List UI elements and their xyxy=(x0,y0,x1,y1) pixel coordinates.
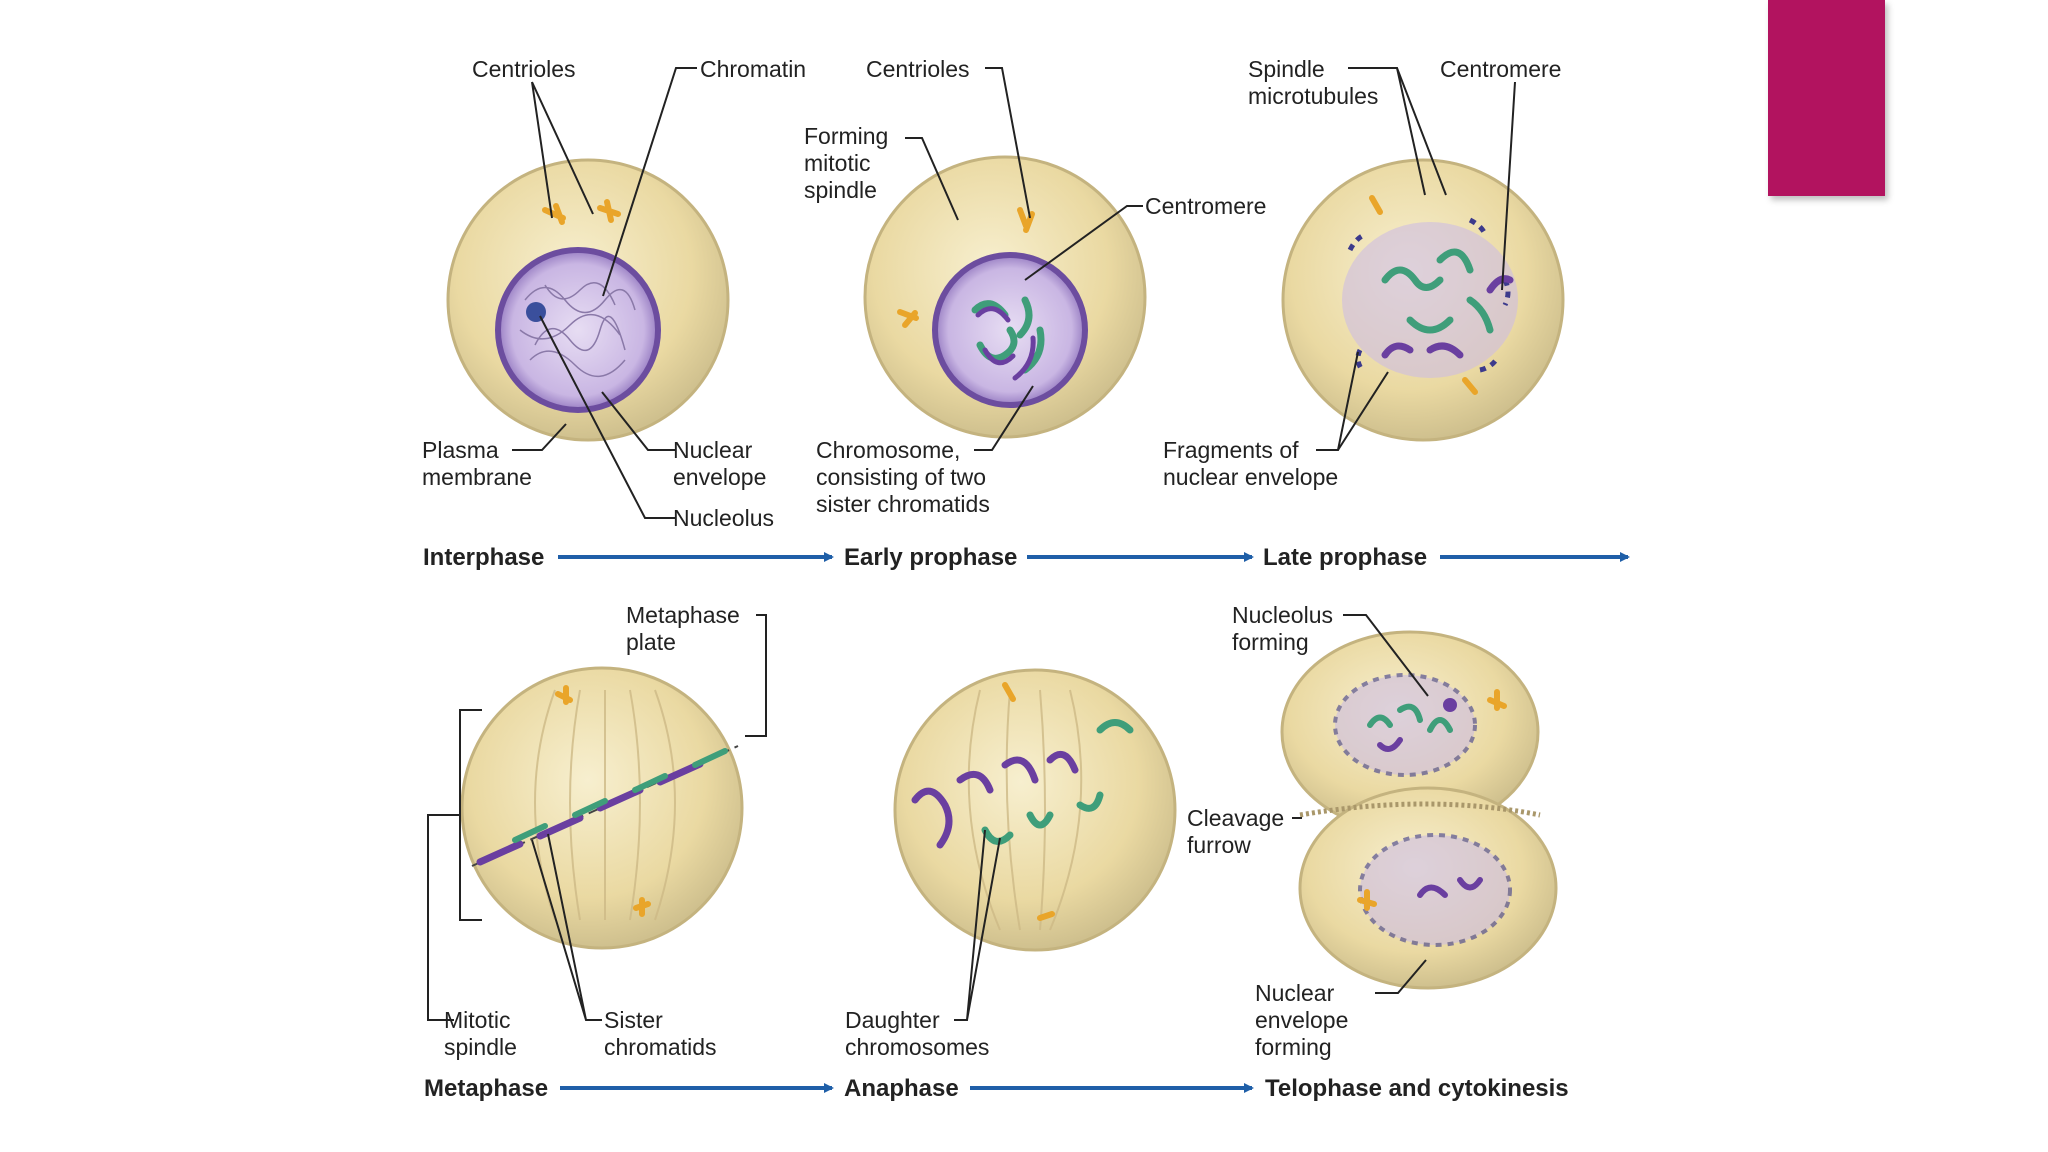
label-chromatin: Chromatin xyxy=(700,56,806,82)
label-daughter-chromosomes: Daughter chromosomes xyxy=(845,1007,989,1060)
label-cleavage-furrow: Cleavage furrow xyxy=(1187,805,1291,858)
label-centromere-prophase: Centromere xyxy=(1145,193,1266,219)
label-centromere-late: Centromere xyxy=(1440,56,1561,82)
leader-lines xyxy=(427,67,1516,1021)
label-mitotic-spindle: Mitotic spindle xyxy=(444,1007,517,1060)
label-forming-mitotic-spindle: Forming mitotic spindle xyxy=(804,123,895,203)
label-centrioles-prophase: Centrioles xyxy=(866,56,970,82)
phase-label-anaphase: Anaphase xyxy=(844,1075,959,1102)
phase-label-metaphase: Metaphase xyxy=(424,1075,548,1102)
label-nuclear-envelope: Nuclear envelope xyxy=(673,437,766,490)
telophase-cell xyxy=(1280,630,1558,990)
phase-label-late-prophase: Late prophase xyxy=(1263,544,1427,571)
label-nucleolus: Nucleolus xyxy=(673,505,774,531)
accent-bar xyxy=(1768,0,1885,196)
phase-label-interphase: Interphase xyxy=(423,544,544,571)
late-prophase-cell xyxy=(1281,158,1565,442)
label-sister-chromatids: Sister chromatids xyxy=(604,1007,716,1060)
label-nucleolus-forming: Nucleolus forming xyxy=(1232,602,1339,655)
metaphase-cell xyxy=(460,666,744,950)
label-nuclear-envelope-forming: Nuclear envelope forming xyxy=(1255,980,1355,1060)
label-metaphase-plate: Metaphase plate xyxy=(626,602,746,655)
interphase-cell xyxy=(446,158,730,442)
label-chromosome: Chromosome, consisting of two sister chr… xyxy=(816,437,992,517)
label-plasma-membrane: Plasma membrane xyxy=(422,437,532,490)
phase-label-early-prophase: Early prophase xyxy=(844,544,1017,571)
label-fragments-nuclear-envelope: Fragments of nuclear envelope xyxy=(1163,437,1338,490)
label-centrioles: Centrioles xyxy=(472,56,576,82)
phase-label-telophase: Telophase and cytokinesis xyxy=(1265,1075,1569,1102)
label-spindle-microtubules: Spindle microtubules xyxy=(1248,56,1378,109)
early-prophase-cell xyxy=(863,155,1147,439)
anaphase-cell xyxy=(893,668,1177,952)
phase-arrows xyxy=(558,552,1630,1093)
